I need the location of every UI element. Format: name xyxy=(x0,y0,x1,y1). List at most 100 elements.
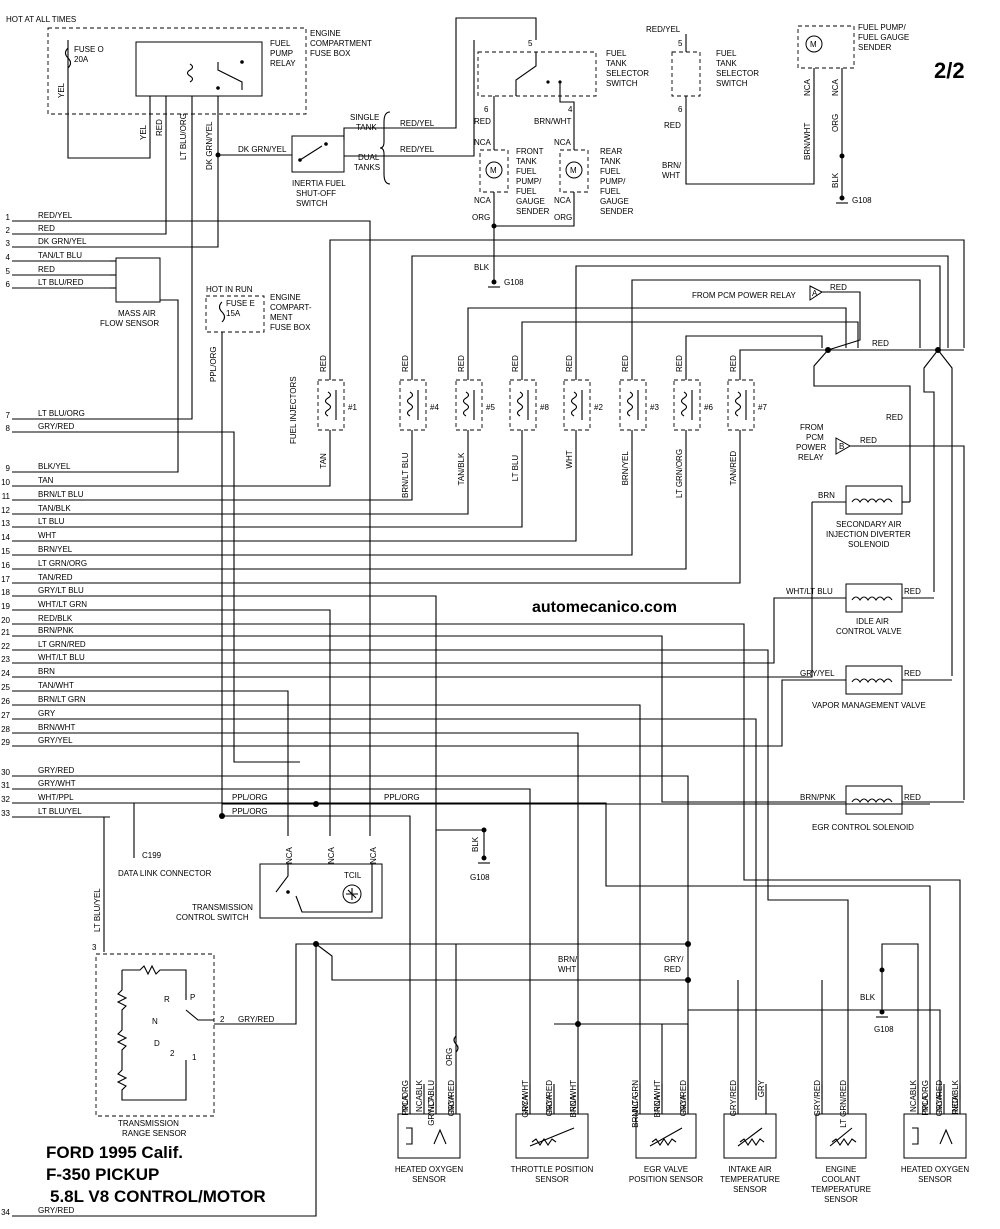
pump-brnwht: BRN/WHT xyxy=(803,123,812,160)
sensor-label: SENSOR xyxy=(918,1175,952,1184)
pin31-run xyxy=(12,788,531,1100)
injector-coil-icon xyxy=(516,391,524,417)
pin27-run xyxy=(12,718,757,1100)
sel1-red: RED xyxy=(474,117,491,126)
inj-bus-4 xyxy=(631,279,921,380)
sensor-label: TEMPERATURE xyxy=(720,1175,780,1184)
trs-gear-1: 1 xyxy=(192,1053,197,1062)
relay-b-l2: PCM xyxy=(806,433,824,442)
injector-outline xyxy=(673,379,701,431)
fuel-injector: RED#6LT GRN/ORG xyxy=(673,355,713,498)
tcs-dot xyxy=(286,890,290,894)
pin-number: 10 xyxy=(1,478,10,487)
splice-a-branch xyxy=(813,349,911,502)
front-sender-l7: SENDER xyxy=(516,207,550,216)
injector-feed-label: RED xyxy=(729,355,738,372)
sensor-label: SENSOR xyxy=(733,1185,767,1194)
pin-number: 29 xyxy=(1,738,10,747)
pin-wire-color: WHT xyxy=(38,531,56,540)
injector-feed-label: RED xyxy=(319,355,328,372)
sensor-nca-label: NCA xyxy=(935,1094,944,1112)
pin18-run xyxy=(12,595,437,1100)
sel2-red: RED xyxy=(664,121,681,130)
injector-return-label: TAN xyxy=(319,453,328,469)
pin-number: 15 xyxy=(1,547,10,556)
fuel-pump-relay-line1: FUEL xyxy=(270,39,291,48)
gryred-branch-tps xyxy=(315,943,688,981)
sensor-box xyxy=(397,1113,461,1159)
dlc-label: DATA LINK CONNECTOR xyxy=(118,869,212,878)
relay-a-red: RED xyxy=(830,283,847,292)
ground-g108-right xyxy=(879,1009,885,1015)
rear-org: ORG xyxy=(554,213,572,222)
pin-number: 14 xyxy=(1,533,10,542)
iac-wire-line xyxy=(12,597,846,664)
injector-outline xyxy=(619,379,647,431)
vmv-wire-line xyxy=(12,679,846,747)
pin-number: 9 xyxy=(6,464,11,473)
inertia-line1: INERTIA FUEL xyxy=(292,179,346,188)
pin17-run xyxy=(12,456,741,584)
mid-gryred-1: GRY/ xyxy=(664,955,684,964)
gryred-splice-right xyxy=(685,941,691,947)
inertia-dot-b xyxy=(324,142,328,146)
inertia-switch-contact xyxy=(299,145,323,161)
pin-wire-color: WHT/LT BLU xyxy=(38,653,85,662)
injector-feed-label: RED xyxy=(511,355,520,372)
pin-number: 4 xyxy=(6,253,11,262)
vmv-l1: VAPOR MANAGEMENT VALVE xyxy=(812,701,926,710)
sel1-line4: SWITCH xyxy=(606,79,638,88)
sensor-org-label: ORG xyxy=(445,1048,454,1066)
watermark: automecanico.com xyxy=(532,599,677,616)
pin-wire-color: TAN/RED xyxy=(38,573,73,582)
ground-g108-fuel xyxy=(491,279,497,285)
pin-number: 24 xyxy=(1,669,10,678)
pin-wire-color: WHT/PPL xyxy=(38,793,74,802)
tcs-nca-3: NCA xyxy=(369,846,378,864)
injector-number: #6 xyxy=(704,403,713,412)
pin24-run xyxy=(12,502,813,678)
sel1-out-right xyxy=(559,82,575,130)
sel2-line2: TANK xyxy=(716,59,737,68)
fuse-e-box xyxy=(205,295,265,333)
sensor-wire-label: BRN/LT GRN xyxy=(631,1080,640,1128)
splice-b-branch-1 xyxy=(923,349,939,592)
pump-sender-outline xyxy=(797,25,855,69)
injector-outline xyxy=(317,379,345,431)
pin-number: 3 xyxy=(6,239,11,248)
tcs-g108: G108 xyxy=(470,873,490,882)
fuel-injector: RED#8LT BLU xyxy=(509,355,549,481)
front-sender-l3: FUEL xyxy=(516,167,537,176)
sensor-label: POSITION SENSOR xyxy=(629,1175,703,1184)
gryred-splice-right-2 xyxy=(685,977,691,983)
sel2-pin5: 5 xyxy=(678,39,683,48)
sel2-line1: FUEL xyxy=(716,49,737,58)
sel2-brnwht-1: BRN/ xyxy=(662,161,682,170)
injector-number: #2 xyxy=(594,403,603,412)
sensor-label: EGR VALVE xyxy=(644,1165,688,1174)
fuel-pump-relay-box xyxy=(135,41,263,97)
mid-brnwht-1: BRN/ xyxy=(558,955,578,964)
fuse-e-box-3: MENT xyxy=(270,313,293,322)
front-sender-l4: PUMP/ xyxy=(516,177,542,186)
wire-dkgrnyel-label: DK GRN/YEL xyxy=(238,145,287,154)
sel2-redyel: RED/YEL xyxy=(646,25,681,34)
heater-element-icon xyxy=(406,1127,413,1145)
front-sender-l6: GAUGE xyxy=(516,197,545,206)
mid-gryred-2: RED xyxy=(664,965,681,974)
trs-resistors xyxy=(116,970,187,1101)
tcs-internal xyxy=(295,864,373,913)
front-nca-bot: NCA xyxy=(474,196,492,205)
pin11-run xyxy=(12,456,413,501)
pump-sender-motor xyxy=(805,35,823,53)
injector-number: #4 xyxy=(430,403,439,412)
pin19-run xyxy=(12,609,331,836)
sensor-wire-label: GRY/RED xyxy=(813,1080,822,1117)
wire-dkgrnyel-relay: DK GRN/YEL xyxy=(205,121,214,170)
secair-coil xyxy=(851,498,893,503)
sensor-nca-label: NCA xyxy=(653,1094,662,1112)
engine-fuse-box-line2: COMPARTMENT xyxy=(310,39,372,48)
pump-blk: BLK xyxy=(831,172,840,188)
